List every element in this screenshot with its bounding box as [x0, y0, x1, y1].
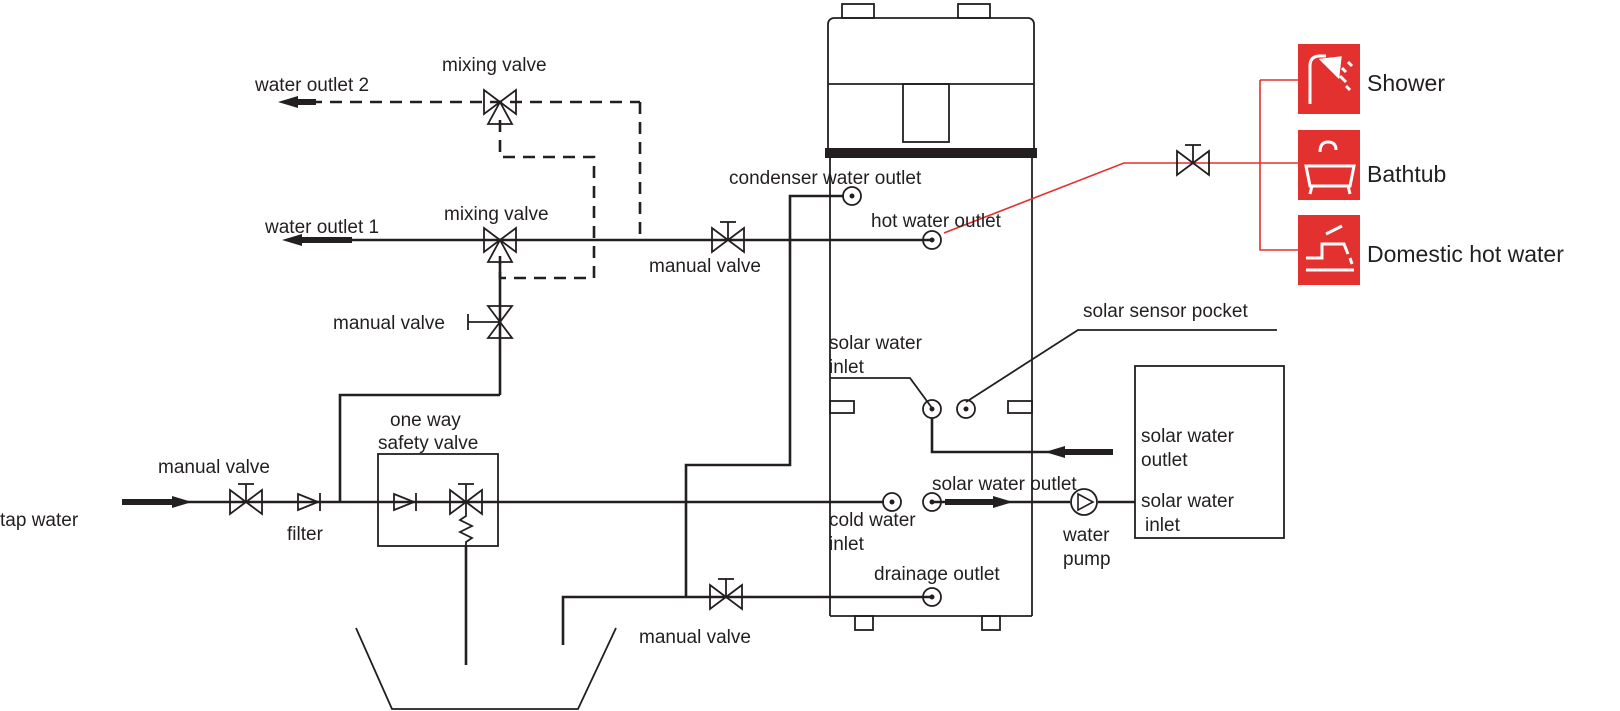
water-pump	[1070, 488, 1098, 516]
label-solar-water-outlet-box-2: outlet	[1141, 450, 1188, 471]
manual-valve-vertical	[467, 305, 514, 339]
label-manual-valve-drain: manual valve	[639, 627, 751, 648]
label-water-outlet-2: water outlet 2	[254, 75, 369, 96]
mixing-valve-mid	[483, 226, 517, 263]
solar-sensor-pocket-port	[956, 399, 976, 419]
bathtub-outlet: Bathtub	[1298, 130, 1446, 200]
valves	[229, 88, 1210, 611]
label-cold-water-inlet-1: cold water	[829, 510, 916, 531]
label-filter: filter	[287, 524, 324, 545]
mixing-valve-top	[483, 88, 517, 125]
label-hot-water-outlet: hot water outlet	[871, 211, 1002, 232]
outlet-label-bathtub: Bathtub	[1367, 161, 1446, 187]
solar-collector-box	[1134, 365, 1285, 539]
arrow-water-outlet-2	[278, 96, 298, 108]
safety-valve-box	[377, 453, 499, 547]
label-cold-water-inlet-2: inlet	[829, 534, 865, 555]
label-condenser-water-outlet: condenser water outlet	[729, 168, 922, 189]
arrow-to-pump	[945, 499, 993, 505]
label-drainage-outlet: drainage outlet	[874, 564, 1000, 585]
cold-water-inlet-port	[882, 492, 902, 512]
arrow-solar-return	[1065, 449, 1113, 455]
hot-water-outlet-port	[922, 230, 942, 250]
label-water-pump-2: pump	[1063, 549, 1111, 570]
label-solar-water-outlet-box-1: solar water	[1141, 426, 1235, 447]
condenser-water-outlet-port	[842, 186, 862, 206]
bathtub-icon	[1304, 140, 1356, 195]
dashed-piping	[290, 100, 642, 280]
heat-pump-tank	[825, 3, 1037, 631]
tank-ports	[842, 186, 976, 607]
label-solar-sensor-pocket: solar sensor pocket	[1083, 301, 1248, 322]
filter	[297, 492, 321, 512]
label-manual-valve-tap: manual valve	[158, 457, 270, 478]
label-one-way-2: safety valve	[378, 433, 478, 454]
hot-water-supply-valve	[1176, 144, 1210, 177]
shower-outlet: Shower	[1298, 44, 1445, 114]
label-solar-water-inlet-box-1: solar water	[1141, 491, 1235, 512]
arrow-tap-water	[122, 499, 172, 505]
label-manual-valve-hot: manual valve	[649, 256, 761, 277]
label-solar-water-inlet-tank-1: solar water	[829, 333, 923, 354]
label-mixing-valve-mid: mixing valve	[444, 204, 549, 225]
flow-arrows	[122, 96, 1113, 508]
outlet-label-shower: Shower	[1367, 70, 1445, 96]
label-solar-water-inlet-box-2: inlet	[1145, 515, 1181, 536]
piping	[122, 79, 1298, 665]
label-water-pump-1: water	[1062, 525, 1110, 546]
shower-icon	[1308, 54, 1354, 104]
domestic-hot-water-outlet: Domestic hot water	[1298, 215, 1564, 285]
manual-valve-tap	[229, 483, 263, 516]
label-tap-water: tap water	[0, 510, 79, 531]
arrow-water-outlet-1	[282, 234, 302, 246]
tank-bracket-left	[829, 400, 855, 414]
label-mixing-valve-top: mixing valve	[442, 55, 547, 76]
label-water-outlet-1: water outlet 1	[264, 217, 379, 238]
label-solar-water-outlet-tank: solar water outlet	[932, 474, 1077, 495]
drain-basin	[355, 627, 617, 710]
drainage-outlet-port	[922, 587, 942, 607]
safety-valve	[449, 483, 483, 545]
outlet-label-domestic: Domestic hot water	[1367, 241, 1564, 267]
label-one-way-1: one way	[390, 410, 461, 431]
tank-bracket-right	[1007, 400, 1033, 414]
faucet-icon	[1306, 224, 1354, 272]
solar-water-inlet-port	[922, 399, 942, 419]
manual-valve-drain	[709, 578, 743, 611]
solar-water-outlet-port	[922, 492, 942, 512]
manual-valve-hot	[711, 221, 745, 254]
label-solar-water-inlet-tank-2: inlet	[829, 357, 865, 378]
one-way-valve	[393, 492, 417, 512]
label-manual-valve-vertical: manual valve	[333, 313, 445, 334]
labels: water outlet 2 mixing valve water outlet…	[0, 55, 1248, 648]
